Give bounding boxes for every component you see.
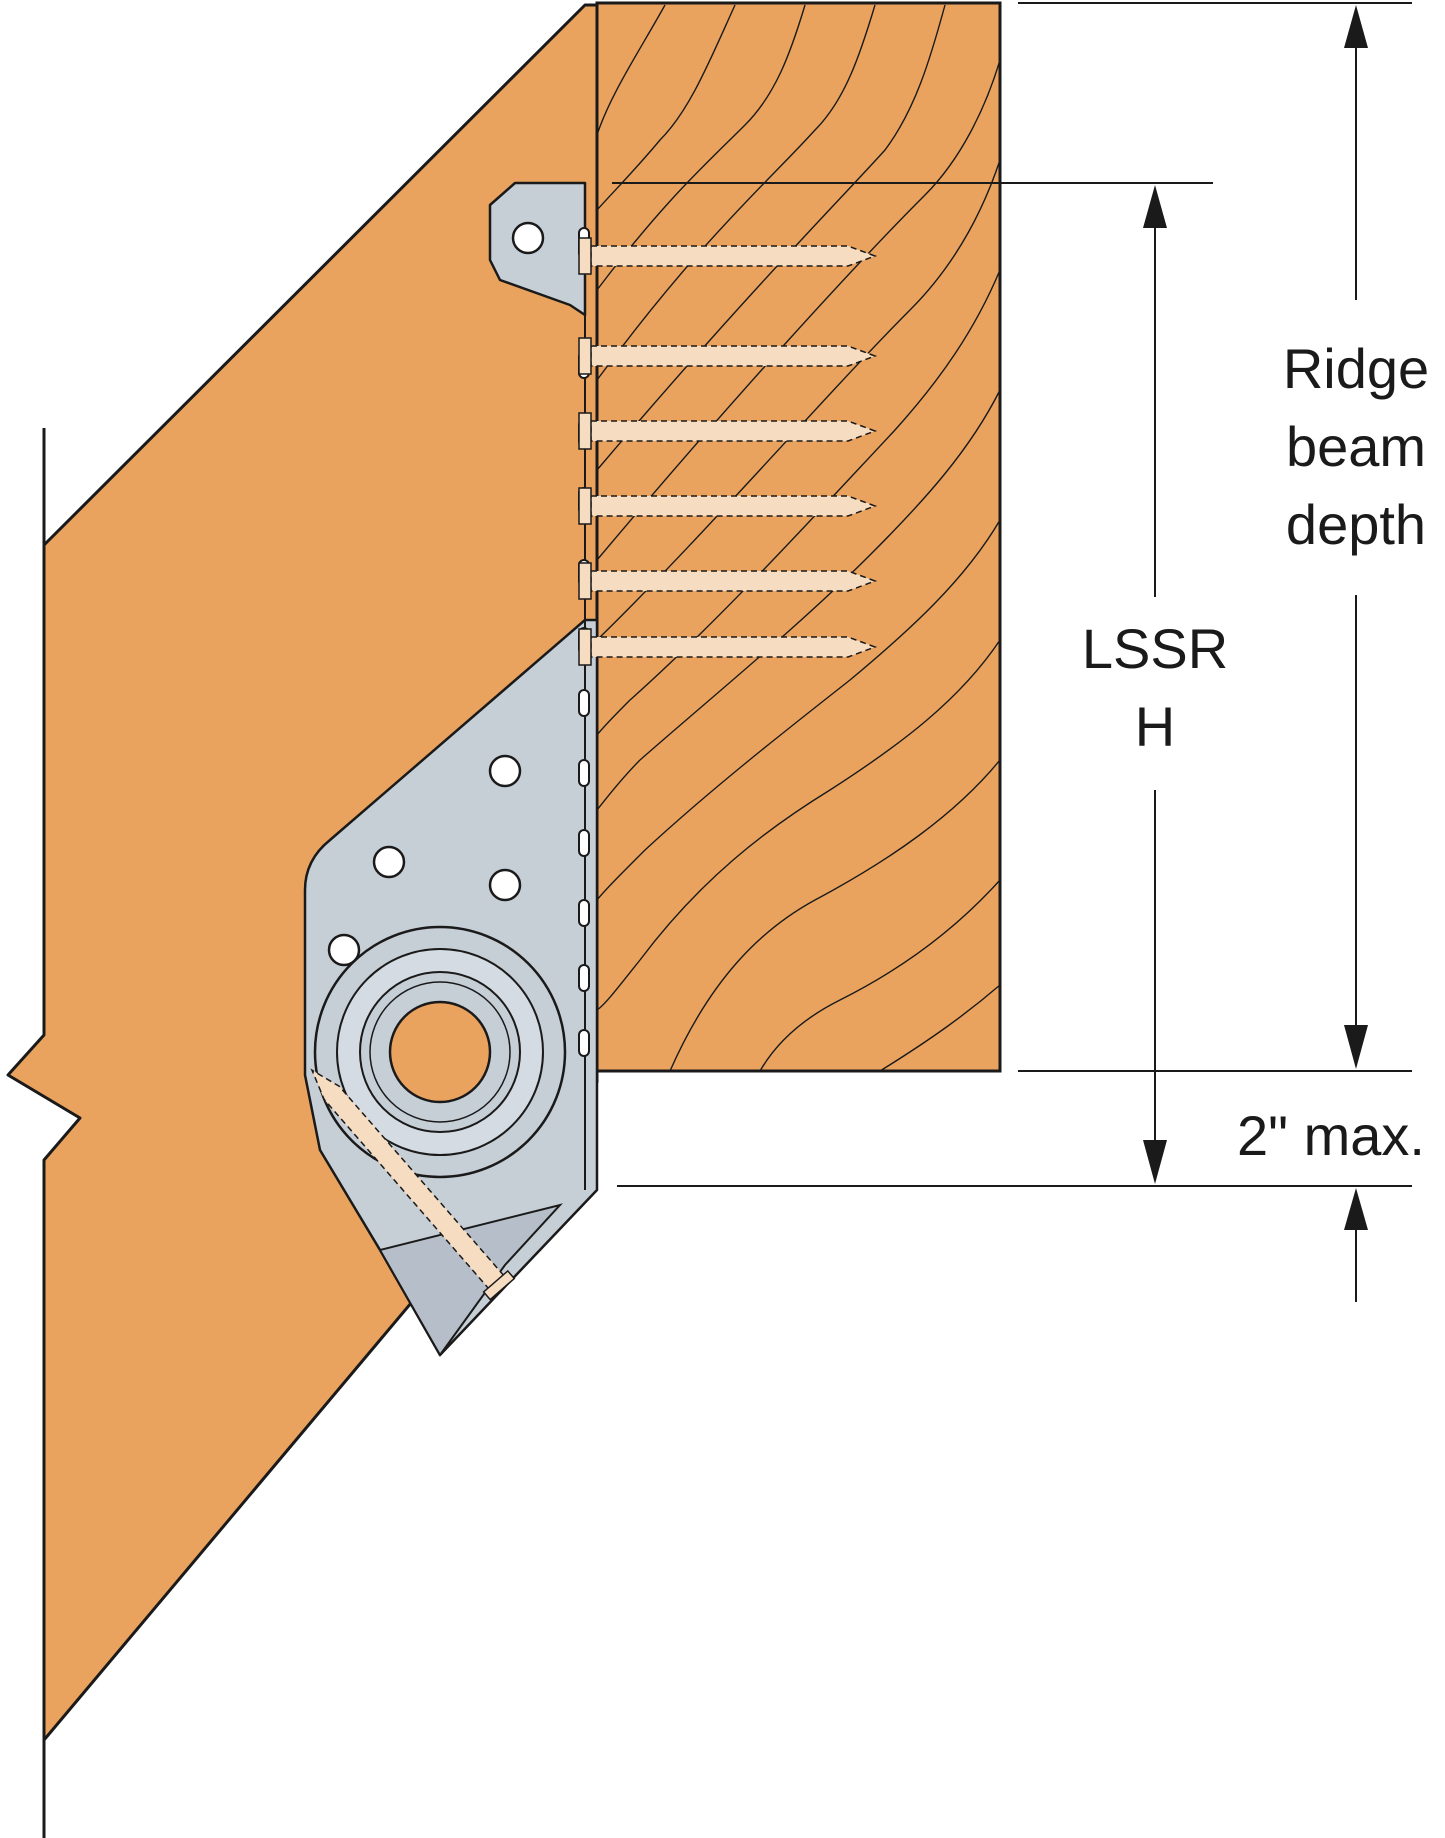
lssr-h-label-line1: LSSR	[1082, 617, 1228, 680]
screw	[578, 562, 878, 600]
lssr-connector	[303, 181, 599, 1357]
arrowhead	[1143, 1140, 1167, 1184]
arrowhead	[1344, 1025, 1368, 1069]
ridge-beam-depth-label-line3: depth	[1286, 493, 1426, 556]
ridge-beam-depth-label-line1: Ridge	[1283, 337, 1429, 400]
rafter-screw	[310, 1068, 516, 1301]
ridge-beam	[595, 1, 1002, 1073]
dimension-lines	[612, 2, 1412, 1302]
ridge-beam-depth-label-line2: beam	[1286, 415, 1426, 478]
screw	[578, 628, 878, 666]
lssr-h-label-line2: H	[1135, 695, 1175, 758]
beam-screws	[578, 237, 878, 666]
nail-hole	[372, 845, 406, 879]
screw	[578, 337, 878, 375]
nail-hole	[488, 754, 522, 788]
arrowhead	[1143, 185, 1167, 228]
ridge-beam-wood-grain	[596, 4, 1001, 1072]
pivot-boss	[313, 925, 567, 1179]
connector-lower-flange	[378, 1203, 563, 1357]
arrowhead	[1344, 5, 1368, 48]
screw	[578, 237, 878, 275]
arrowhead	[1344, 1188, 1368, 1230]
screw	[578, 412, 878, 450]
nail-hole	[488, 868, 522, 902]
dimension-arrowheads	[1143, 5, 1368, 1230]
screw	[578, 487, 878, 525]
nail-hole	[327, 933, 361, 967]
max-offset-label: 2" max.	[1237, 1104, 1425, 1167]
connector-nail-holes	[327, 754, 522, 967]
ridge-beam-body	[595, 1, 1002, 1073]
connector-top-tab-hole	[511, 221, 545, 255]
pivot-hole	[388, 1000, 492, 1104]
dimension-labels: Ridge beam depth LSSR H 2" max.	[1082, 337, 1429, 1167]
